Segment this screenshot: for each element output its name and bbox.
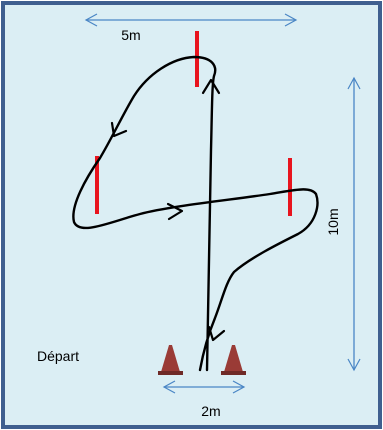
width-label: 5m bbox=[121, 27, 140, 43]
cone-right bbox=[221, 345, 246, 375]
start-label: Départ bbox=[37, 348, 79, 364]
route-arrow-right bbox=[166, 202, 184, 221]
cone-gap-label: 2m bbox=[201, 403, 220, 419]
route-arrow-down bbox=[207, 325, 226, 342]
route-arrow-left-down bbox=[110, 121, 128, 138]
route-path bbox=[72, 55, 319, 372]
cone-left bbox=[158, 345, 183, 375]
route-arrow-up bbox=[201, 78, 221, 95]
height-label: 10m bbox=[325, 208, 341, 235]
